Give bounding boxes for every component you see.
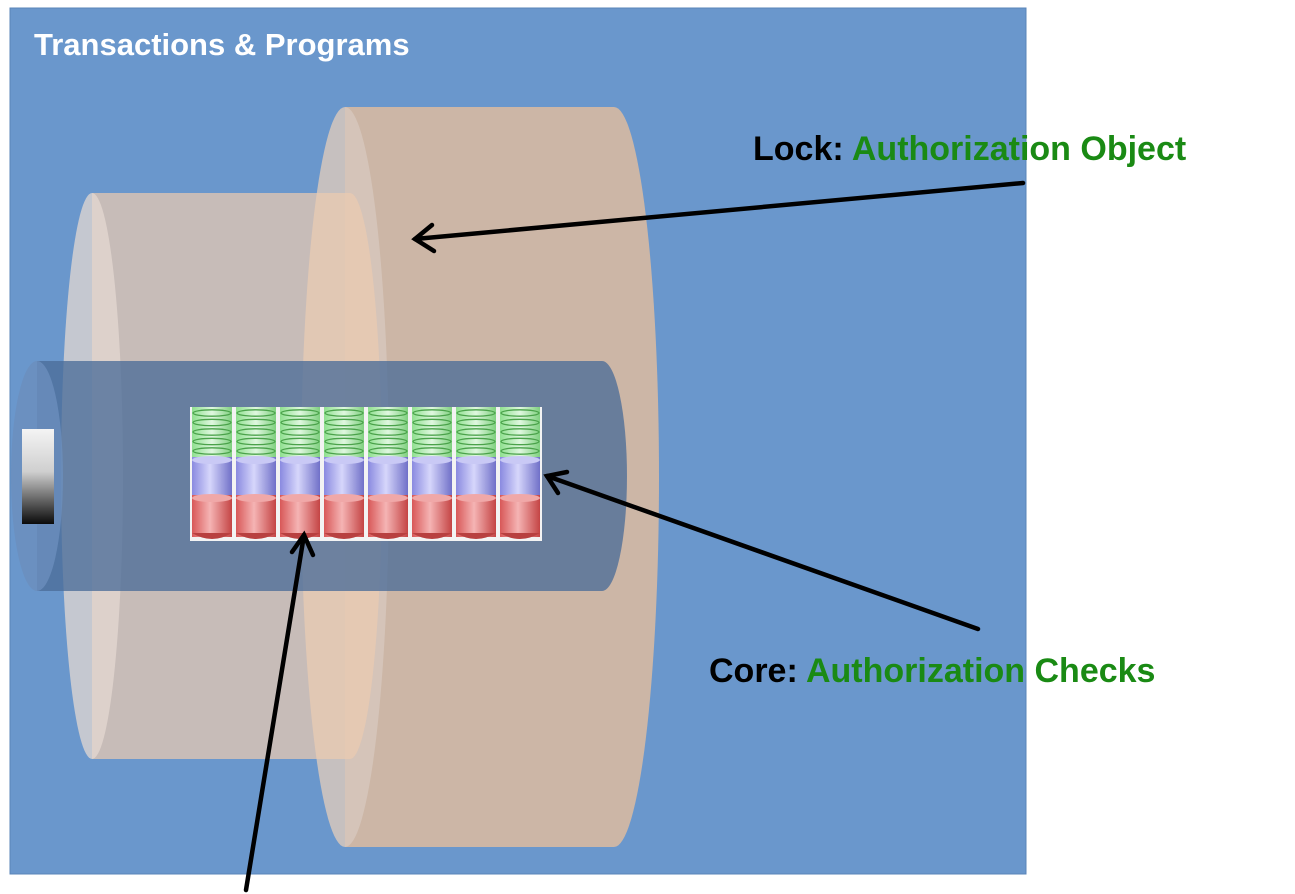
- pin-stack: [456, 407, 496, 539]
- pin-tumbler-array: [190, 407, 542, 541]
- key-pin: [280, 494, 320, 539]
- pin-stack: [368, 407, 408, 539]
- lock-label-prefix: Lock:: [753, 130, 844, 168]
- driver-pin: [324, 456, 364, 495]
- core-label: Core: Authorization Checks: [709, 654, 1155, 688]
- driver-pin: [236, 456, 276, 495]
- driver-pin: [368, 456, 408, 495]
- key-pin: [456, 494, 496, 539]
- pin-stack: [236, 407, 276, 539]
- key-pin: [236, 494, 276, 539]
- spring: [324, 407, 364, 457]
- spring: [236, 407, 276, 457]
- spring: [368, 407, 408, 457]
- driver-pin: [412, 456, 452, 495]
- key-pin: [412, 494, 452, 539]
- lock-label-term: Authorization Object: [851, 130, 1187, 168]
- pin-arrow: [243, 530, 316, 893]
- pin-stack: [192, 407, 232, 539]
- pin-stack: [500, 407, 540, 539]
- core-arrow: [543, 469, 981, 632]
- lock-label: Lock: Authorization Object: [753, 132, 1186, 166]
- pin-stack: [280, 407, 320, 539]
- key-pin: [500, 494, 540, 539]
- lock-arrow: [411, 180, 1026, 254]
- spring: [500, 407, 540, 457]
- spring: [456, 407, 496, 457]
- spring: [280, 407, 320, 457]
- driver-pin: [456, 456, 496, 495]
- frame-title: Transactions & Programs: [34, 27, 410, 62]
- core-label-term: Authorization Checks: [805, 652, 1156, 690]
- spring: [192, 407, 232, 457]
- key-pin: [324, 494, 364, 539]
- driver-pin: [500, 456, 540, 495]
- key-pin: [192, 494, 232, 539]
- spring: [412, 407, 452, 457]
- core-label-prefix: Core:: [709, 652, 798, 690]
- keyhole: [22, 429, 54, 524]
- pin-stack: [324, 407, 364, 539]
- pin-stack: [412, 407, 452, 539]
- driver-pin: [280, 456, 320, 495]
- key-pin: [368, 494, 408, 539]
- driver-pin: [192, 456, 232, 495]
